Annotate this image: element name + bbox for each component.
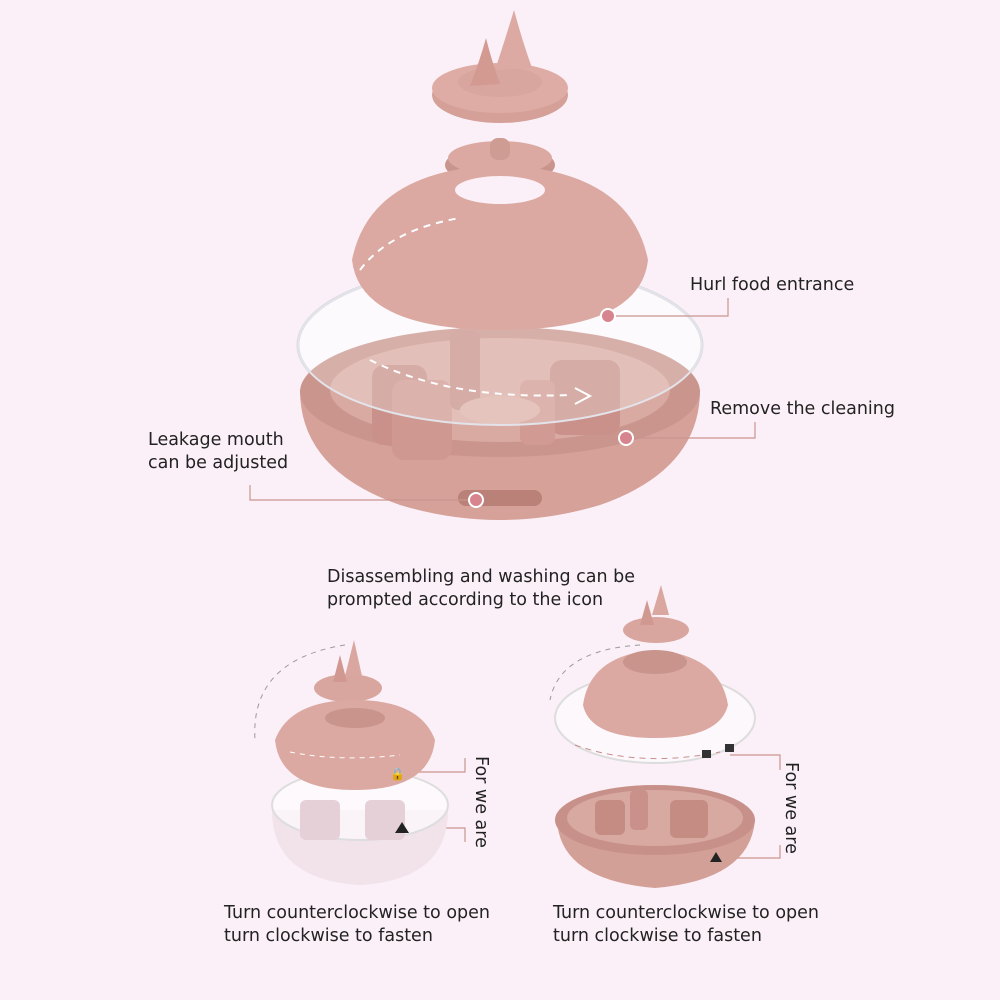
middle-caption: Disassembling and washing can be prompte…	[327, 566, 635, 612]
middle-caption-line-1: Disassembling and washing can be	[327, 567, 636, 587]
left-side-label: For we are	[471, 756, 491, 848]
callout-lines	[249, 298, 781, 859]
right-caption-line-2: turn clockwise to fasten	[553, 926, 762, 946]
left-product-view: 🔒	[254, 640, 449, 885]
leakage-line-1: Leakage mouth	[148, 430, 284, 450]
left-caption-line-2: turn clockwise to fasten	[224, 926, 433, 946]
left-caption-line-1: Turn counterclockwise to open	[224, 903, 490, 923]
right-caption-line-1: Turn counterclockwise to open	[553, 903, 819, 923]
callout-remove-cleaning: Remove the cleaning	[710, 399, 895, 419]
left-caption: Turn counterclockwise to open turn clock…	[224, 902, 490, 948]
leakage-line-2: can be adjusted	[148, 453, 289, 473]
main-product-exploded-view	[296, 10, 704, 520]
callout-leakage-mouth: Leakage mouth can be adjusted	[148, 429, 288, 475]
right-side-label: For we are	[781, 762, 801, 854]
svg-text:🔒: 🔒	[390, 767, 405, 781]
right-caption: Turn counterclockwise to open turn clock…	[553, 902, 819, 948]
callout-dots	[468, 308, 634, 508]
callout-hurl-food-entrance: Hurl food entrance	[690, 275, 855, 295]
middle-caption-line-2: prompted according to the icon	[327, 590, 604, 610]
right-product-view	[549, 585, 756, 888]
